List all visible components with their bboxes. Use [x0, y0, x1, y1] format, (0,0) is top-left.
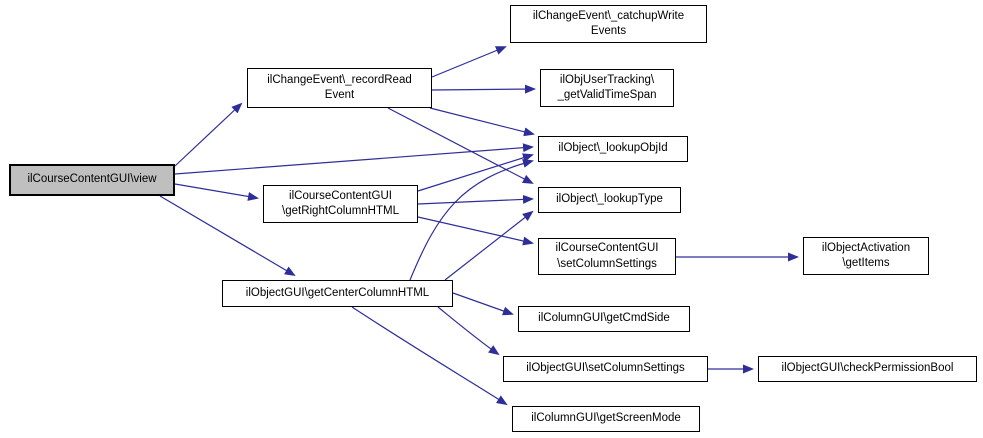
node-label-line: \getItems: [842, 257, 890, 269]
edge-getCenterColumnHTML-to-getCmdSide: [452, 292, 514, 316]
node-label-line: ilObject\_lookupObjId: [558, 142, 668, 155]
node-label-line: _getValidTimeSpan: [557, 89, 657, 101]
edge-getRightColumnHTML-to-lookupObjId: [417, 153, 534, 192]
node-view[interactable]: ilCourseContentGUI\view: [9, 164, 175, 196]
node-label-line: ilColumnGUI\getScreenMode: [531, 412, 681, 425]
node-label-line: ilChangeEvent\_recordRead: [267, 73, 412, 86]
edge-getCenterColumnHTML-to-lookupObjId: [409, 159, 534, 281]
node-label-line: Events: [590, 25, 627, 37]
node-label-line: \getRightColumnHTML: [282, 205, 399, 217]
edge-view-to-getCenterColumnHTML: [159, 195, 296, 277]
node-lookupObjId[interactable]: ilObject\_lookupObjId: [538, 136, 688, 162]
node-label-line: ilChangeEvent\_catchupWrite: [532, 9, 685, 22]
node-getCmdSide[interactable]: ilColumnGUI\getCmdSide: [518, 306, 690, 332]
edge-getCenterColumnHTML-to-setColumnSettingsObj: [437, 306, 500, 356]
node-getValidTimeSpan[interactable]: ilObjUserTracking\ _getValidTimeSpan: [540, 69, 674, 107]
node-checkPermissionBool[interactable]: ilObjectGUI\checkPermissionBool: [758, 356, 977, 382]
node-getScreenMode[interactable]: ilColumnGUI\getScreenMode: [512, 406, 700, 432]
edge-getCenterColumnHTML-to-getScreenMode: [351, 306, 508, 406]
edge-getRightColumnHTML-to-setColumnSettingsCourse: [417, 216, 534, 246]
edge-recordReadEvent-to-catchupWriteEvents: [431, 46, 507, 78]
node-getRightColumnHTML[interactable]: ilCourseContentGUI \getRightColumnHTML: [263, 185, 418, 223]
node-label-line: ilCourseContentGUI\view: [27, 173, 157, 186]
edge-view-to-recordReadEvent: [174, 102, 243, 167]
node-label-line: ilCourseContentGUI: [289, 189, 392, 202]
node-label-line: ilObjUserTracking\: [559, 73, 655, 86]
edge-recordReadEvent-to-getValidTimeSpan: [431, 84, 536, 94]
edge-view-to-getRightColumnHTML: [174, 183, 259, 201]
node-setColumnSettingsCourse[interactable]: ilCourseContentGUI \setColumnSettings: [538, 238, 676, 275]
node-label-line: \setColumnSettings: [557, 257, 657, 270]
edge-getRightColumnHTML-to-lookupType: [417, 194, 534, 205]
node-setColumnSettingsObj[interactable]: ilObjectGUI\setColumnSettings: [503, 356, 708, 382]
node-label-line: ilObjectActivation: [821, 241, 911, 254]
node-label-line: ilObjectGUI\setColumnSettings: [526, 362, 685, 375]
node-getItems[interactable]: ilObjectActivation \getItems: [803, 237, 929, 275]
node-label-line: Event: [324, 89, 355, 101]
edge-recordReadEvent-to-lookupObjId: [429, 107, 535, 137]
node-label-line: ilCourseContentGUI: [555, 242, 659, 255]
node-label-line: ilObject\_lookupType: [556, 193, 663, 206]
edge-recordReadEvent-to-lookupType: [387, 107, 534, 184]
edge-getCenterColumnHTML-to-lookupType: [444, 210, 534, 281]
node-label-line: ilColumnGUI\getCmdSide: [538, 312, 670, 325]
edge-view-to-lookupObjId: [174, 143, 534, 175]
node-label-line: ilObjectGUI\checkPermissionBool: [781, 362, 954, 375]
node-getCenterColumnHTML[interactable]: ilObjectGUI\getCenterColumnHTML: [222, 280, 453, 307]
node-label-line: ilObjectGUI\getCenterColumnHTML: [245, 286, 430, 299]
node-lookupType[interactable]: ilObject\_lookupType: [538, 187, 681, 213]
